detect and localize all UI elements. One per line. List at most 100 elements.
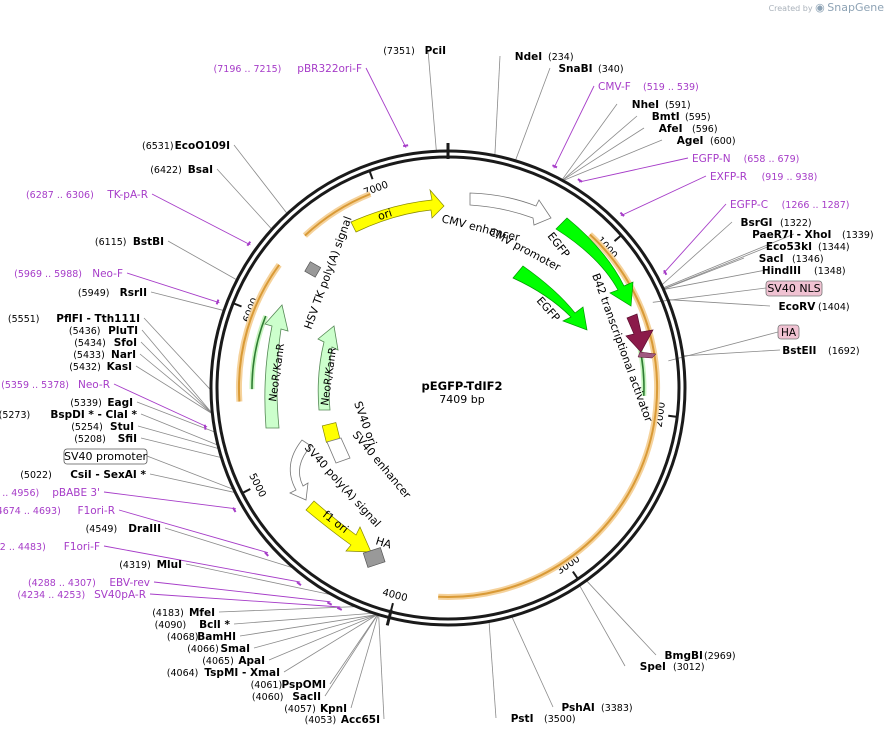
primer-name: EXFP-R	[710, 171, 747, 183]
feature-neor-outer-arrow[interactable]	[264, 304, 289, 429]
primer-site[interactable]: EGFP-C(1266 .. 1287)	[730, 199, 849, 211]
ha-tag[interactable]	[777, 324, 800, 340]
primer-mark	[264, 551, 269, 557]
enzyme-site[interactable]: BsrGI(1322)	[741, 217, 812, 229]
orf-arc[interactable]	[438, 233, 659, 599]
enzyme-site[interactable]: BspDI * - ClaI *(5273)	[0, 409, 138, 421]
enzyme-site[interactable]: ApaI(4065)	[202, 655, 265, 667]
primer-site[interactable]: F1ori-R(4674 .. 4693)	[0, 505, 115, 517]
feature-egfp-inner-arrow[interactable]	[512, 265, 588, 331]
enzyme-site[interactable]: CsiI - SexAI *(5022)	[20, 469, 146, 481]
orf-arc[interactable]	[304, 193, 371, 237]
tag-leader	[668, 331, 779, 362]
enzyme-site[interactable]: PshAI(3383)	[562, 702, 633, 714]
enzyme-site[interactable]: PspOMI(4061)	[251, 679, 326, 691]
feature-sv40-enhancer-box[interactable]	[326, 437, 351, 464]
enzyme-leader	[185, 563, 330, 595]
primer-site[interactable]: Neo-F(5969 .. 5988)	[14, 268, 123, 280]
enzyme-site[interactable]: AfeI(596)	[659, 123, 718, 135]
primer-name: EGFP-N	[692, 153, 731, 165]
primer-site[interactable]: Neo-R(5359 .. 5378)	[1, 379, 110, 391]
enzyme-site[interactable]: EcoO109I(6531)	[142, 140, 230, 152]
enzyme-site[interactable]: PflFI - Tth111I(5551)	[8, 313, 140, 325]
orf-arc-green[interactable]	[251, 315, 267, 390]
enzyme-site[interactable]: SfoI(5434)	[74, 337, 137, 349]
enzyme-leader	[268, 614, 377, 661]
enzyme-site[interactable]: KasI(5432)	[69, 361, 132, 373]
enzyme-site[interactable]: KpnI(4057)	[284, 703, 347, 715]
enzyme-site[interactable]: RsrII(5949)	[78, 287, 147, 299]
enzyme-site[interactable]: Eco53kI(1344)	[766, 241, 850, 253]
orf-arc[interactable]	[237, 264, 281, 402]
enzyme-site[interactable]: TspMI - XmaI(4064)	[167, 667, 280, 679]
sv40-promoter-box[interactable]	[63, 448, 148, 465]
enzyme-site[interactable]: NarI(5433)	[73, 349, 136, 361]
enzyme-position: (1322)	[780, 218, 812, 229]
feature-b42-arrow[interactable]	[625, 313, 654, 353]
enzyme-site[interactable]: MfeI(4183)	[152, 607, 215, 619]
enzyme-site[interactable]: AgeI(600)	[677, 135, 736, 147]
enzyme-site[interactable]: SnaBI(340)	[559, 63, 624, 75]
enzyme-site[interactable]: BmgBI(2969)	[665, 650, 736, 662]
primer-site[interactable]: SV40pA-R(4234 .. 4253)	[17, 589, 146, 601]
enzyme-name: SpeI	[640, 661, 666, 673]
enzyme-site[interactable]: BmtI(595)	[652, 111, 711, 123]
enzyme-name: PstI	[511, 713, 534, 725]
enzyme-leader	[515, 67, 551, 160]
primer-site[interactable]: EBV-rev(4288 .. 4307)	[28, 577, 150, 589]
enzyme-leader	[663, 233, 795, 288]
feature-ampr-promoter-arrow[interactable]	[289, 439, 312, 501]
enzyme-site[interactable]: BsaI(6422)	[150, 164, 213, 176]
primer-site[interactable]: EXFP-R(919 .. 938)	[710, 171, 817, 183]
enzyme-site[interactable]: SfiI(5208)	[74, 433, 137, 445]
primer-range: (4234 .. 4253)	[17, 590, 85, 601]
enzyme-name: SacII	[292, 691, 321, 703]
enzyme-name: MluI	[157, 559, 182, 571]
primer-mark	[336, 606, 343, 611]
feature-ori-arrow[interactable]	[350, 188, 445, 233]
enzyme-site[interactable]: SacII(4060)	[252, 691, 321, 703]
enzyme-site[interactable]: MluI (4319)	[119, 559, 182, 571]
primer-name: EBV-rev	[109, 577, 150, 589]
enzyme-site[interactable]: EcoRV(1404)	[779, 301, 850, 313]
enzyme-site[interactable]: SmaI(4066)	[187, 643, 250, 655]
enzyme-site[interactable]: HindIII(1348)	[762, 265, 846, 277]
primer-site[interactable]: F1ori-F(4462 .. 4483)	[0, 541, 100, 553]
enzyme-site[interactable]: NdeI(234)	[515, 51, 574, 63]
enzyme-site[interactable]: Acc65I(4053)	[305, 714, 380, 726]
enzyme-site[interactable]: PluTI(5436)	[69, 325, 138, 337]
primer-site[interactable]: TK-pA-R(6287 .. 6306)	[26, 189, 148, 201]
enzyme-site[interactable]: BclI *(4090)	[155, 619, 231, 631]
feature-neor-inner-arrow[interactable]	[317, 325, 339, 411]
enzyme-site[interactable]: BamHI(4068)	[167, 631, 236, 643]
feature-cmv-enhancer-arrow[interactable]	[469, 192, 552, 226]
enzyme-site[interactable]: SacI(1346)	[759, 253, 824, 265]
sv40-nls-tag[interactable]	[765, 280, 823, 297]
primer-leader	[149, 593, 341, 608]
enzyme-position: (4319)	[119, 560, 151, 571]
feature-egfp-arrow[interactable]	[555, 217, 634, 307]
feature-f1-ori-arrow[interactable]	[305, 500, 372, 553]
enzyme-site[interactable]: SpeI(3012)	[640, 661, 705, 673]
enzyme-position: (1692)	[828, 346, 860, 357]
enzyme-position: (5022)	[20, 470, 52, 481]
primer-site[interactable]: CMV-F(519 .. 539)	[598, 81, 699, 93]
enzyme-site[interactable]: PstI(3500)	[511, 713, 576, 725]
enzyme-position: (340)	[598, 64, 624, 75]
primer-site[interactable]: pBABE 3'(4936 .. 4956)	[0, 487, 100, 499]
enzyme-site[interactable]: PciI(7351)	[383, 45, 446, 57]
enzyme-site[interactable]: NheI(591)	[632, 99, 691, 111]
enzyme-site[interactable]: BstEII(1692)	[782, 345, 859, 357]
enzyme-site[interactable]: PaeR7I - XhoI(1339)	[752, 229, 873, 241]
primer-site[interactable]: EGFP-N(658 .. 679)	[692, 153, 799, 165]
enzyme-leader	[164, 527, 292, 568]
enzyme-site[interactable]: BstBI(6115)	[95, 236, 164, 248]
enzyme-name: KpnI	[320, 703, 347, 715]
primer-site[interactable]: pBR322ori-F(7196 .. 7215)	[214, 63, 362, 75]
enzyme-site[interactable]: DraIII(4549)	[86, 523, 161, 535]
enzyme-site[interactable]: EagI(5339)	[70, 397, 133, 409]
enzyme-site[interactable]: StuI(5254)	[71, 421, 134, 433]
feature-sv40-polya-box[interactable]	[362, 547, 386, 568]
feature-hsv-tk-polya-box[interactable]	[304, 261, 322, 278]
enzyme-position: (4066)	[187, 644, 219, 655]
